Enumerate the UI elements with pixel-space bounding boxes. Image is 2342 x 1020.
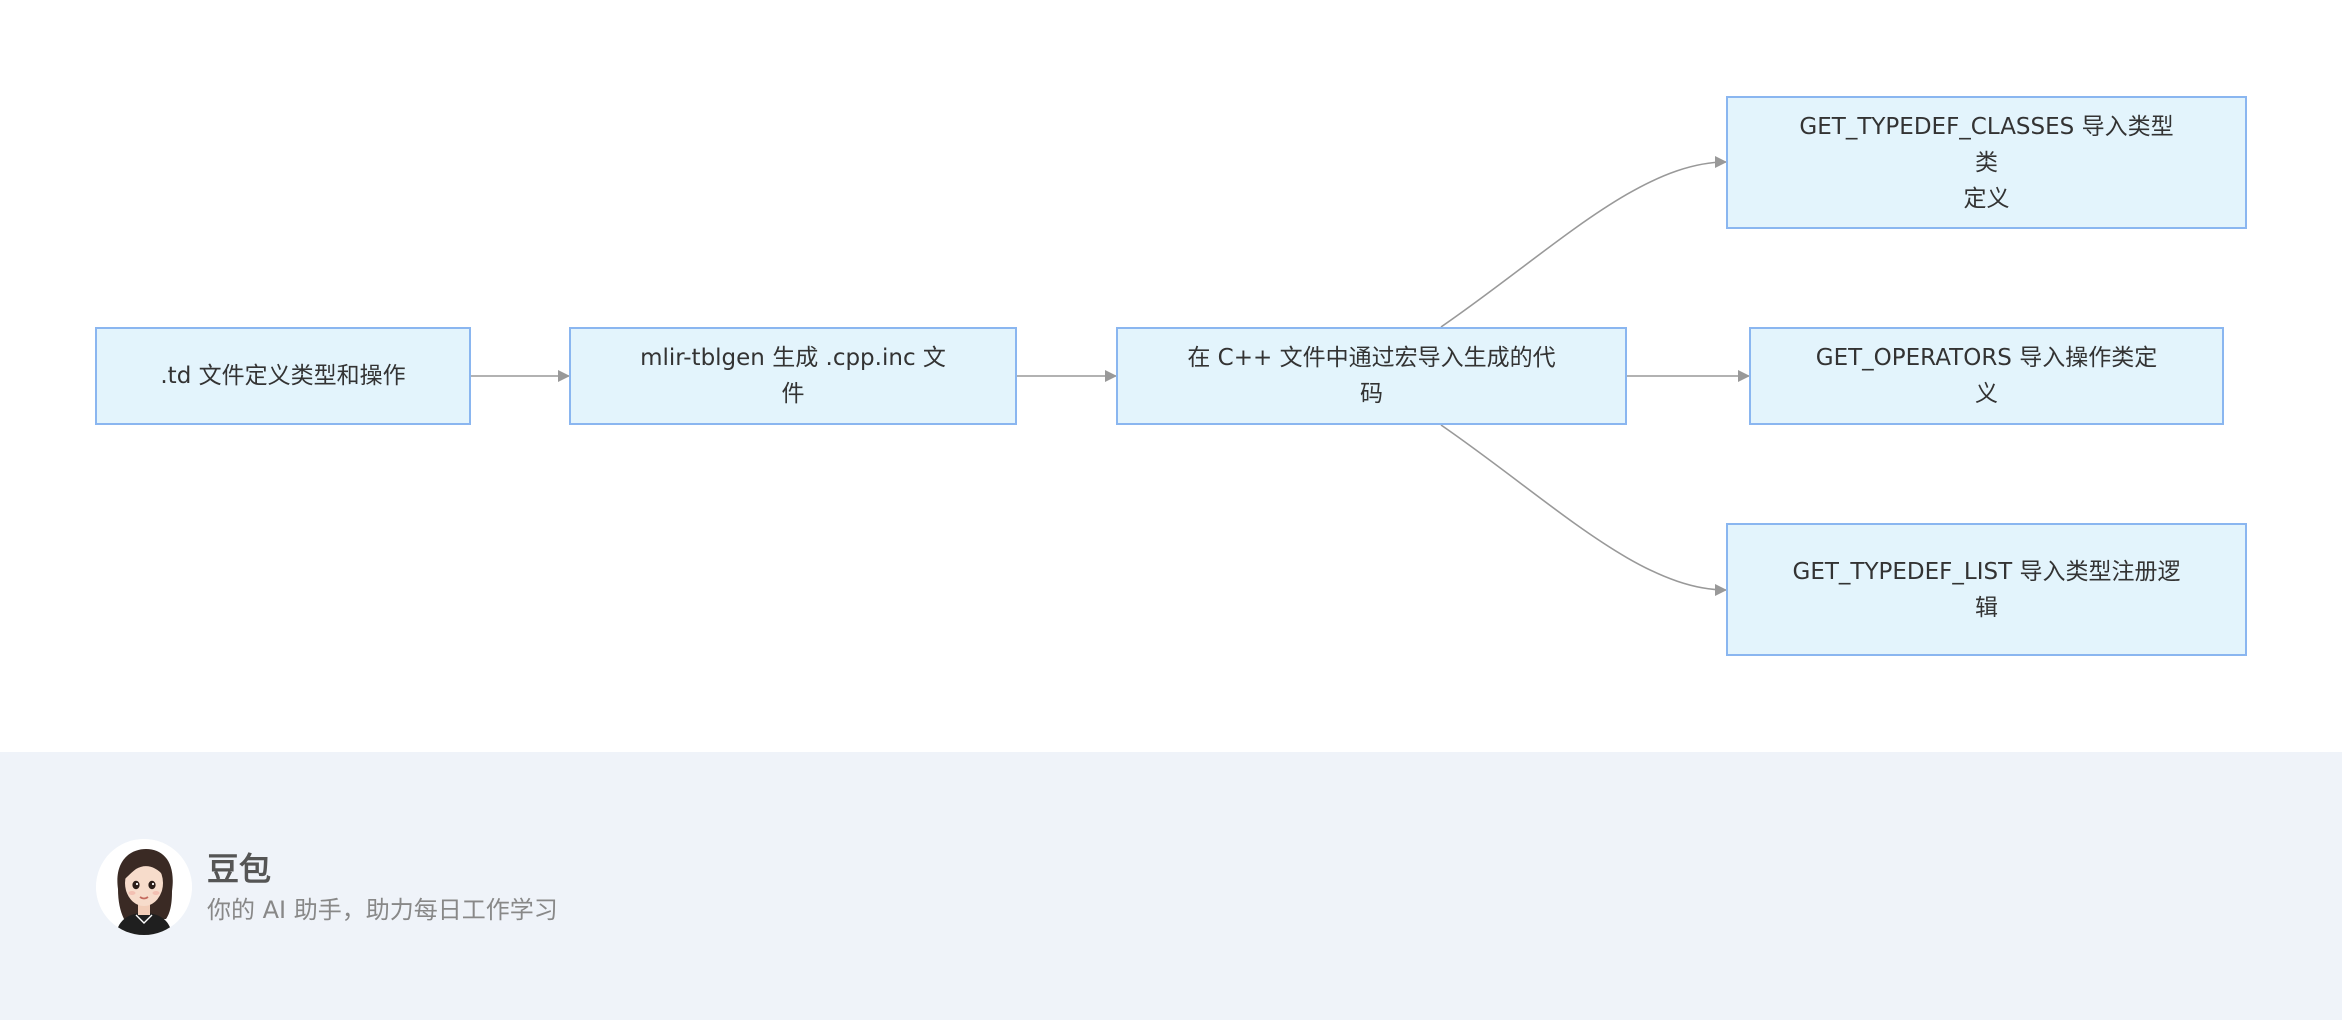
node-get-operators: GET_OPERATORS 导入操作类定义 <box>1749 327 2224 425</box>
node-label-line-1: GET_TYPEDEF_CLASSES 导入类型类 <box>1799 113 2174 176</box>
node-label-line-1: GET_TYPEDEF_LIST 导入类型注册逻 <box>1792 558 2181 585</box>
assistant-avatar-icon <box>96 839 192 935</box>
node-get-typedef-classes: GET_TYPEDEF_CLASSES 导入类型类 定义 <box>1726 96 2247 229</box>
node-label: mlir-tblgen 生成 .cpp.inc 文件 <box>640 345 946 407</box>
node-label: GET_OPERATORS 导入操作类定义 <box>1815 345 2158 407</box>
edge-n3-n6 <box>1440 424 1727 596</box>
edge-n3-n4 <box>1440 156 1727 328</box>
flowchart-edges <box>471 156 1750 596</box>
node-label: 在 C++ 文件中通过宏导入生成的代码 <box>1187 345 1556 407</box>
flowchart-canvas: .td 文件定义类型和操作 mlir-tblgen 生成 .cpp.inc 文件… <box>95 96 2247 656</box>
footer-branding: 豆包 你的 AI 助手，助力每日工作学习 <box>0 752 2342 1020</box>
node-td-file-definition: .td 文件定义类型和操作 <box>95 327 471 425</box>
node-get-typedef-list: GET_TYPEDEF_LIST 导入类型注册逻 辑 <box>1726 523 2247 656</box>
assistant-name: 豆包 <box>207 850 272 888</box>
node-label: .td 文件定义类型和操作 <box>160 363 406 389</box>
avatar <box>96 839 192 935</box>
node-label-line-2: 定义 <box>1963 185 2010 212</box>
node-macro-import: 在 C++ 文件中通过宏导入生成的代码 <box>1116 327 1627 425</box>
assistant-tagline: 你的 AI 助手，助力每日工作学习 <box>207 896 558 924</box>
node-mlir-tblgen: mlir-tblgen 生成 .cpp.inc 文件 <box>569 327 1017 425</box>
node-label-line-2: 辑 <box>1975 594 1998 621</box>
